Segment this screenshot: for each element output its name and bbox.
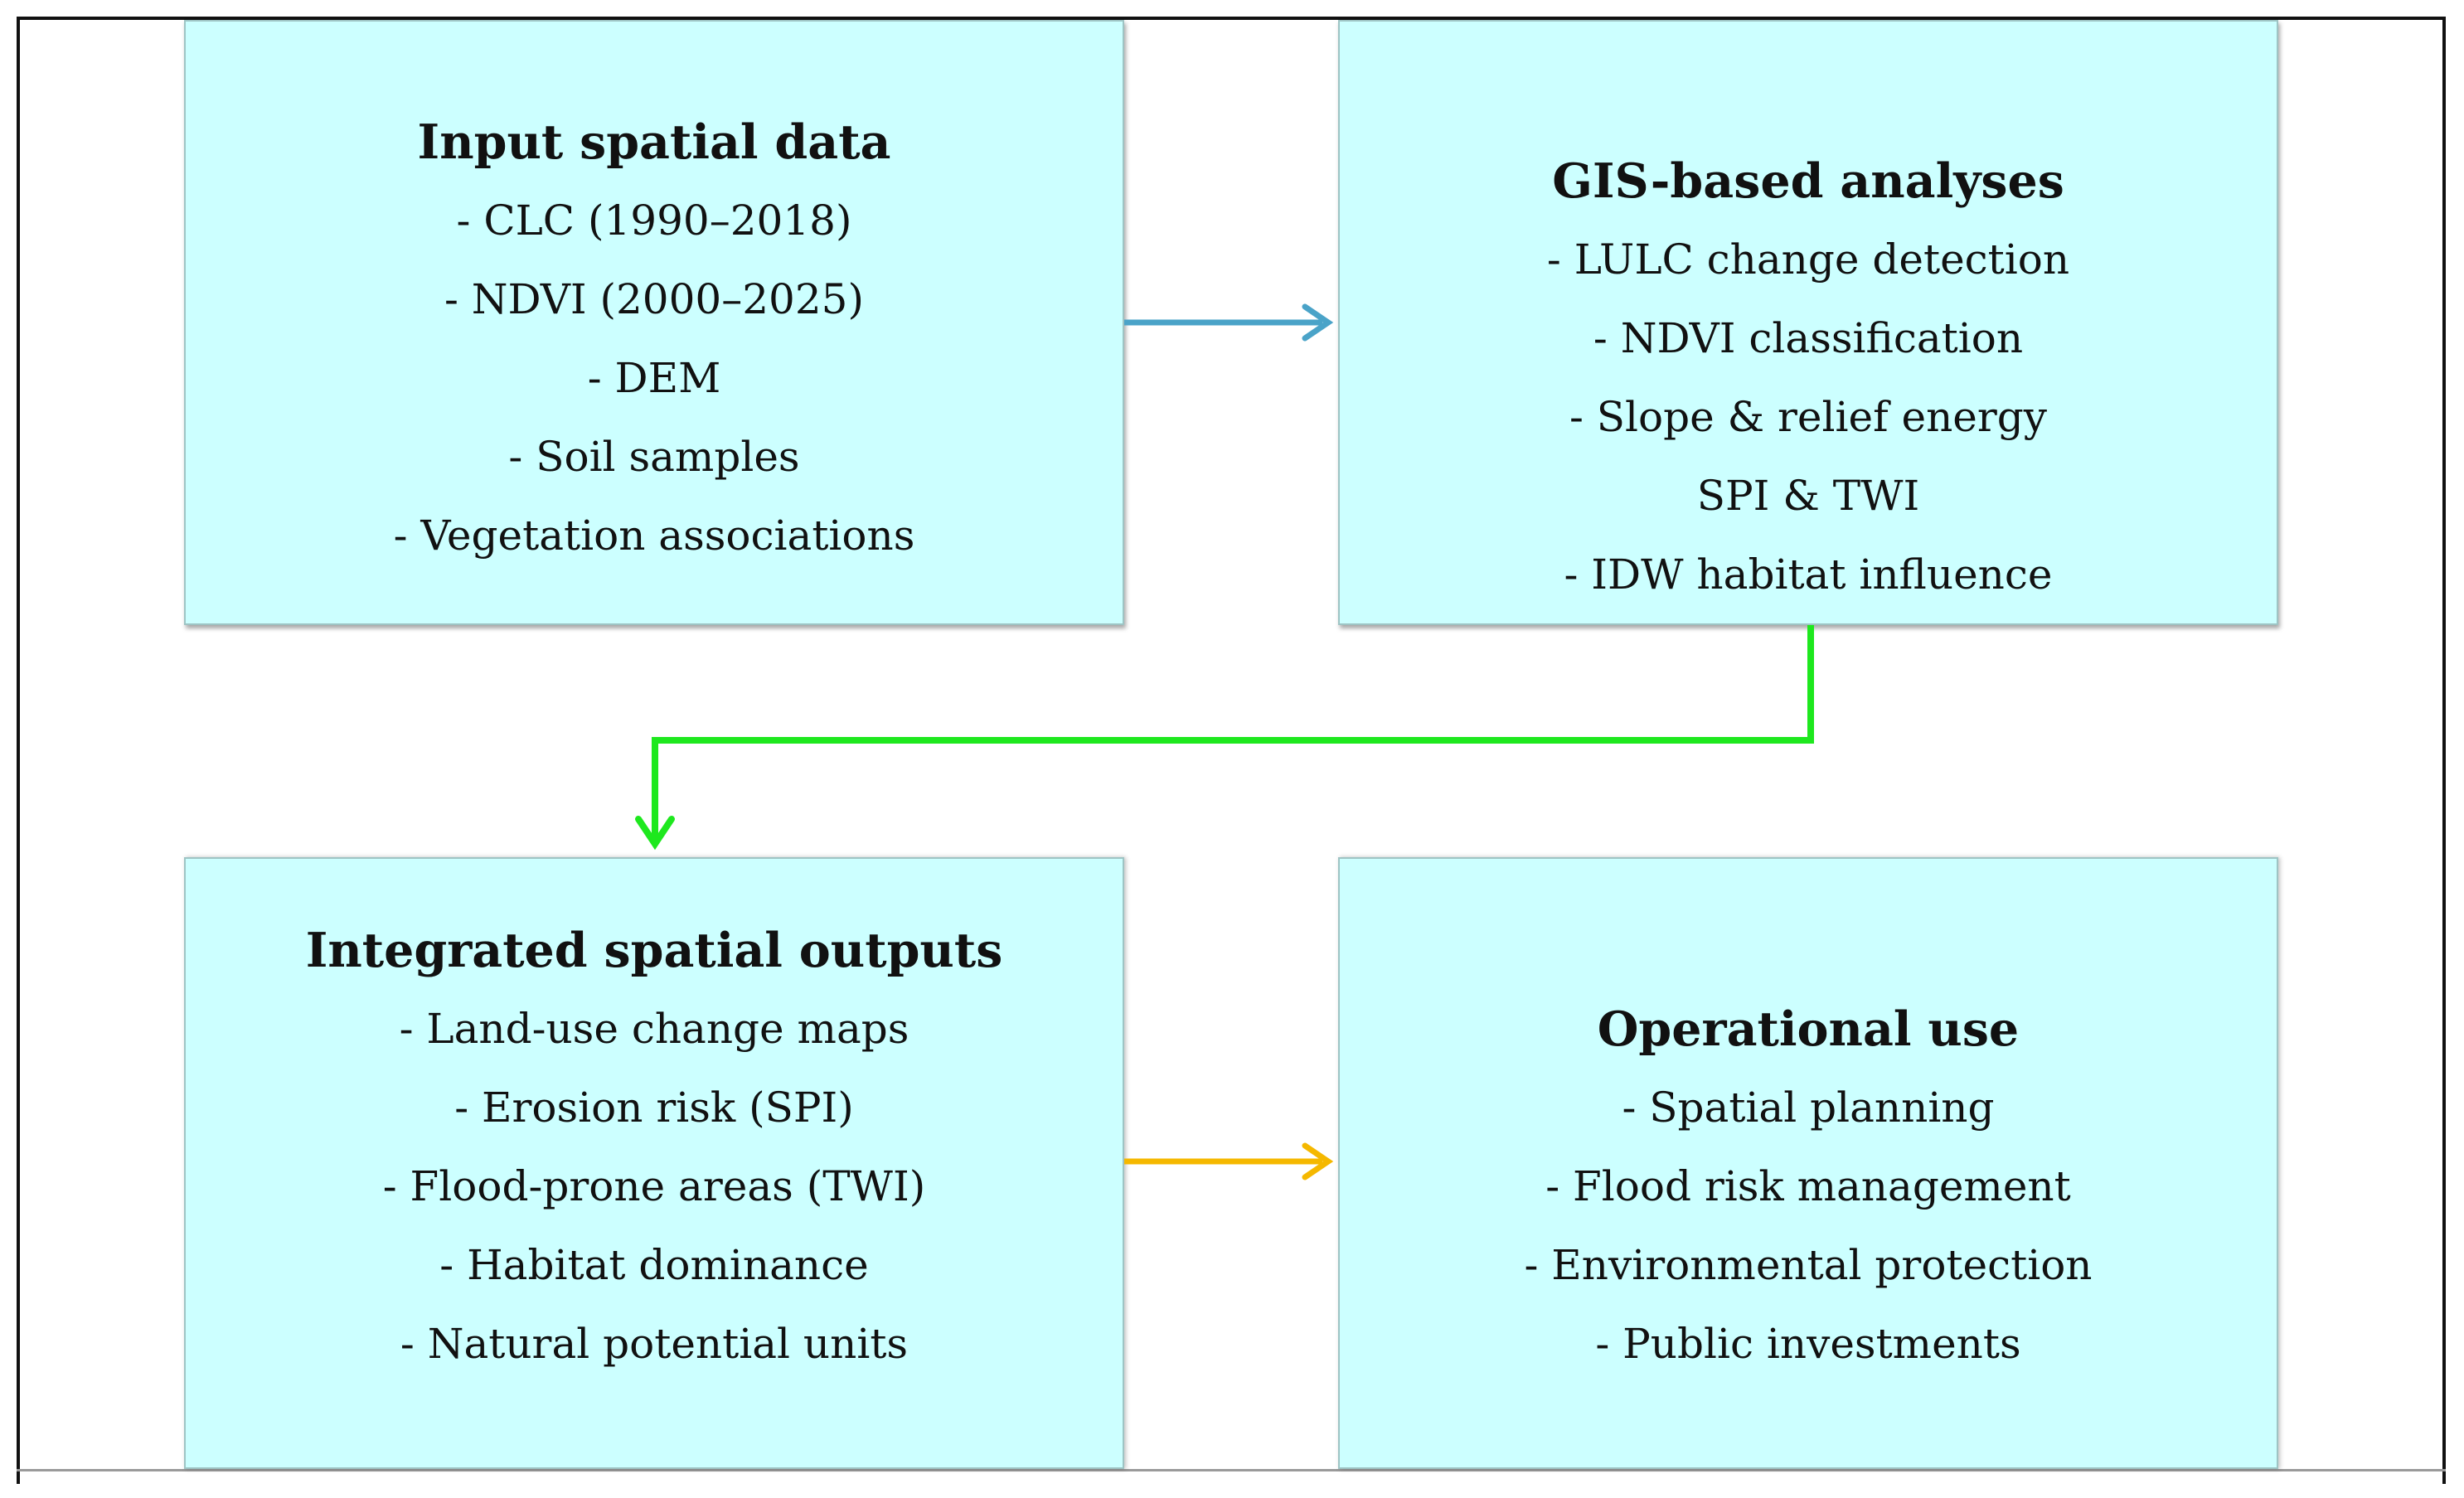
integrated-spatial-outputs-title: Integrated spatial outputs xyxy=(305,923,1003,978)
input-spatial-data-title: Input spatial data xyxy=(417,114,891,170)
input-spatial-data-box: Input spatial data - CLC (1990–2018) - N… xyxy=(184,20,1124,625)
outputs-item-natural-potential-units: - Natural potential units xyxy=(400,1320,909,1368)
input-item-ndvi: - NDVI (2000–2025) xyxy=(444,275,864,323)
figure-frame xyxy=(17,17,2446,1484)
figure-frame-bottom-line xyxy=(17,1469,2446,1471)
input-item-vegetation-associations: - Vegetation associations xyxy=(393,511,915,560)
analyses-item-spi-twi: SPI & TWI xyxy=(1696,472,1920,520)
analyses-item-lulc-change-detection: - LULC change detection xyxy=(1546,235,2070,284)
gis-based-analyses-box: GIS-based analyses - LULC change detecti… xyxy=(1338,20,2278,625)
analyses-item-ndvi-classification: - NDVI classification xyxy=(1593,314,2024,362)
outputs-item-habitat-dominance: - Habitat dominance xyxy=(439,1241,869,1289)
outputs-item-land-use-change-maps: - Land-use change maps xyxy=(399,1005,909,1053)
analyses-item-idw-habitat-influence: - IDW habitat influence xyxy=(1564,550,2053,599)
operational-item-flood-risk-management: - Flood risk management xyxy=(1545,1162,2071,1210)
analyses-item-slope-relief-energy: - Slope & relief energy xyxy=(1569,393,2048,441)
operational-item-spatial-planning: - Spatial planning xyxy=(1622,1084,1995,1132)
integrated-spatial-outputs-box: Integrated spatial outputs - Land-use ch… xyxy=(184,857,1124,1469)
gis-based-analyses-title: GIS-based analyses xyxy=(1552,153,2064,209)
operational-item-public-investments: - Public investments xyxy=(1595,1320,2021,1368)
operational-use-title: Operational use xyxy=(1597,1001,2020,1057)
operational-use-box: Operational use - Spatial planning - Flo… xyxy=(1338,857,2278,1469)
outputs-item-flood-prone-areas: - Flood-prone areas (TWI) xyxy=(382,1162,926,1210)
outputs-item-erosion-risk: - Erosion risk (SPI) xyxy=(454,1084,854,1132)
input-item-clc: - CLC (1990–2018) xyxy=(456,196,852,245)
input-item-dem: - DEM xyxy=(587,354,721,402)
operational-item-environmental-protection: - Environmental protection xyxy=(1524,1241,2093,1289)
input-item-soil-samples: - Soil samples xyxy=(508,433,800,481)
